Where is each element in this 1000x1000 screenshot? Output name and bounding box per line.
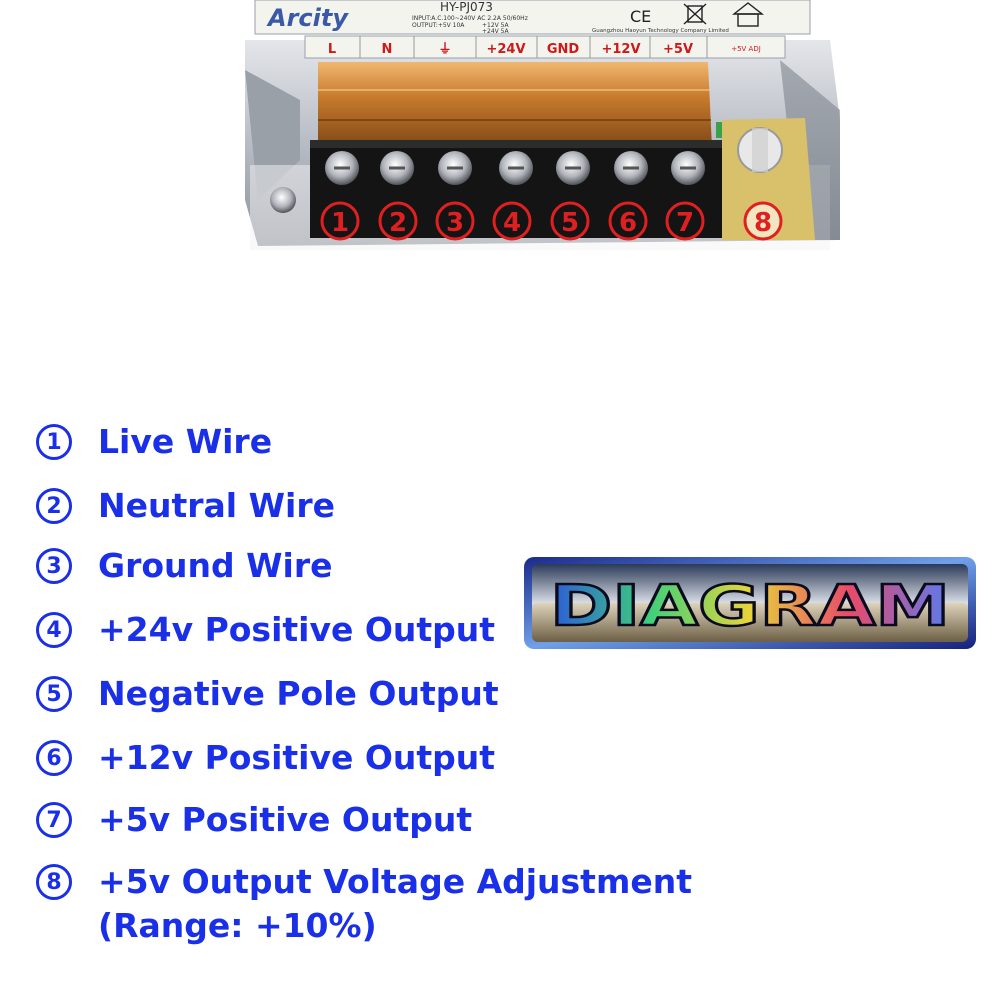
legend-label: +5v Output Voltage Adjustment (98, 862, 692, 901)
callout-number: 4 (503, 208, 521, 238)
legend-number: 5 (36, 676, 72, 712)
terminal-label: +24V (486, 42, 525, 57)
terminal-callout: 8 (743, 201, 783, 241)
legend-label: Negative Pole Output (98, 674, 499, 713)
model-number: HY-PJ073 (440, 0, 493, 14)
terminal-cover (318, 62, 712, 148)
terminal-callouts: 1 2 3 4 5 6 7 8 (320, 201, 783, 241)
legend-label: Ground Wire (98, 546, 333, 585)
callout-number: 7 (676, 208, 694, 238)
legend-item: 1 Live Wire (36, 420, 272, 464)
legend-number: 1 (36, 424, 72, 460)
adjuster-label: +5V ADJ (731, 45, 761, 53)
spec-line-3: +12V 5A (482, 22, 509, 29)
terminal-callout: 1 (320, 201, 360, 241)
legend-label: Neutral Wire (98, 486, 335, 525)
callout-number: 2 (389, 208, 407, 238)
legend-label: +5v Positive Output (98, 800, 473, 839)
brand-logo: Arcity (266, 4, 349, 32)
terminal-label: ⏚ (438, 42, 451, 57)
legend-item: 5 Negative Pole Output (36, 672, 499, 716)
spec-line-1: INPUT:A.C.100~240V AC 2.2A 50/60Hz (412, 15, 528, 22)
terminal-callout: 6 (608, 201, 648, 241)
terminal-label: +5V (663, 42, 693, 57)
label-plate: Arcity HY-PJ073 INPUT:A.C.100~240V AC 2.… (254, 0, 811, 35)
legend-number: 2 (36, 488, 72, 524)
legend-label: +12v Positive Output (98, 738, 496, 777)
legend-number: 7 (36, 802, 72, 838)
pcb-area (716, 118, 815, 240)
legend-label: +24v Positive Output (98, 610, 496, 649)
legend-item: 6 +12v Positive Output (36, 736, 495, 780)
legend-number: 8 (36, 864, 72, 900)
terminal-label: +12V (601, 42, 640, 57)
terminal-label-strip: L N ⏚ +24V GND +12V +5V +5V ADJ (304, 35, 786, 59)
terminal-label: N (382, 42, 393, 57)
ce-mark: CE (630, 7, 651, 26)
callout-number: 8 (754, 208, 772, 238)
legend-number: 3 (36, 548, 72, 584)
legend-item: 3 Ground Wire (36, 544, 333, 588)
spec-line-4: +24V 5A (482, 28, 509, 35)
terminal-label: GND (547, 42, 580, 57)
legend-item: 7 +5v Positive Output (36, 798, 472, 842)
legend-item: 4 +24v Positive Output (36, 608, 495, 652)
legend-item: 2 Neutral Wire (36, 484, 335, 528)
terminal-callout: 3 (435, 201, 475, 241)
legend-sublabel: (Range: +10%) (98, 906, 377, 945)
legend-item: 8 +5v Output Voltage Adjustment (Range: … (36, 860, 692, 948)
terminal-callout: 2 (378, 201, 418, 241)
terminal-callout: 4 (492, 201, 532, 241)
terminal-callout: 7 (665, 201, 705, 241)
led-indicator (716, 122, 722, 138)
spec-line-2: OUTPUT:+5V 10A (412, 22, 465, 29)
chassis-screw (270, 187, 296, 213)
power-supply-illustration: Arcity HY-PJ073 INPUT:A.C.100~240V AC 2.… (245, 0, 840, 250)
terminal-callout: 5 (550, 201, 590, 241)
legend-number: 4 (36, 612, 72, 648)
diagram-badge-text: DIAGRAM (550, 574, 950, 639)
callout-number: 6 (619, 208, 637, 238)
diagram-badge: DIAGRAM (524, 557, 976, 649)
indoor-use-house-icon (731, 2, 765, 27)
legend-label: Live Wire (98, 422, 273, 461)
legend-number: 6 (36, 740, 72, 776)
terminal-label: L (328, 42, 336, 57)
weee-bin-icon (683, 3, 707, 25)
callout-number: 3 (446, 208, 464, 238)
manufacturer-name: Guangzhou Haoyun Technology Company Limi… (592, 28, 729, 34)
callout-number: 5 (561, 208, 579, 238)
callout-number: 1 (331, 208, 349, 238)
